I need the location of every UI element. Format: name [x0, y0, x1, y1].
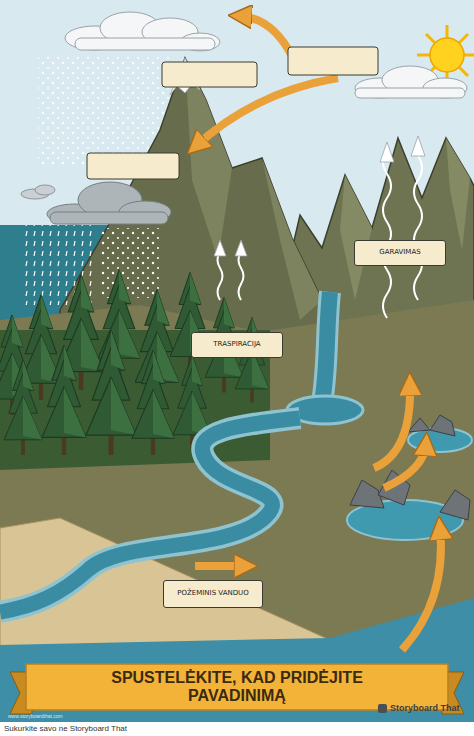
forest	[42, 345, 86, 455]
cycle-arrow	[240, 16, 292, 56]
cycle-arrow	[196, 78, 338, 146]
evaporation-vapour	[380, 136, 425, 318]
small-cloud	[35, 185, 55, 195]
stage-name: TRASPIRACIJA	[211, 341, 262, 349]
river	[0, 292, 363, 652]
evaporation-vapour	[411, 136, 425, 156]
river	[322, 292, 330, 402]
small-cloud	[21, 185, 55, 199]
forest	[86, 330, 136, 455]
transpiration-vapour	[214, 240, 226, 256]
stage-name: GARAVIMAS	[377, 249, 422, 257]
river	[0, 418, 300, 612]
cloud	[355, 88, 465, 98]
forest	[235, 318, 269, 403]
cycle-arrow	[402, 528, 441, 650]
far-mountains	[340, 175, 372, 300]
process-label-box: GARAVIMAS	[354, 240, 446, 266]
sun	[426, 34, 468, 76]
cloud	[75, 38, 215, 50]
sun	[430, 38, 464, 72]
river	[0, 418, 300, 612]
evaporation-vapour	[414, 156, 422, 300]
cloud	[65, 12, 220, 51]
main-mountain	[262, 158, 322, 320]
empty-label-box	[288, 47, 378, 75]
forest	[4, 360, 42, 455]
lakes-and-rocks	[440, 490, 470, 520]
title-banner	[10, 664, 464, 714]
title-banner	[26, 664, 448, 710]
cycle-arrow	[374, 384, 410, 468]
footer-strip	[0, 722, 474, 736]
transpiration-vapour	[218, 252, 223, 300]
banner-title: SPUSTELĖKITE, KAD PRIDĖJITE PAVADINIMĄ	[77, 665, 397, 709]
watermark-logo: Storyboard That	[390, 703, 460, 713]
ocean	[0, 598, 474, 722]
process-label-box: TRASPIRACIJA	[191, 332, 283, 358]
watermark-url: www.storyboardthat.com	[8, 713, 63, 719]
transpiration-vapour	[239, 252, 244, 300]
far-mountains	[446, 138, 470, 250]
rain-cloud	[20, 182, 171, 305]
empty-label-box	[87, 47, 378, 179]
lakes-and-rocks	[350, 415, 470, 520]
process-label-box: POŽEMINIS VANDUO	[163, 580, 263, 608]
rain-cloud	[47, 182, 171, 224]
rain-cloud	[100, 228, 160, 298]
lakes-and-rocks	[347, 415, 472, 540]
stage-name: POŽEMINIS VANDUO	[175, 590, 250, 598]
cycle-arrow	[384, 444, 426, 488]
evaporation-vapour	[383, 150, 391, 318]
empty-label-box	[162, 62, 257, 87]
lakes-and-rocks	[430, 415, 455, 436]
forest	[132, 350, 174, 455]
cycle-arrow	[195, 562, 246, 570]
evaporation-vapour	[380, 142, 394, 162]
empty-label-box	[87, 153, 179, 179]
rain-cloud	[50, 212, 168, 224]
logo-mark	[378, 704, 387, 713]
footer-caption: Sukurkite savo ne Storyboard That	[4, 724, 127, 733]
transpiration-vapour	[235, 240, 247, 256]
logo-mark	[378, 704, 387, 713]
river	[322, 292, 330, 402]
sun	[426, 34, 468, 76]
transpiration-vapour	[214, 240, 247, 300]
main-mountain	[185, 58, 232, 260]
